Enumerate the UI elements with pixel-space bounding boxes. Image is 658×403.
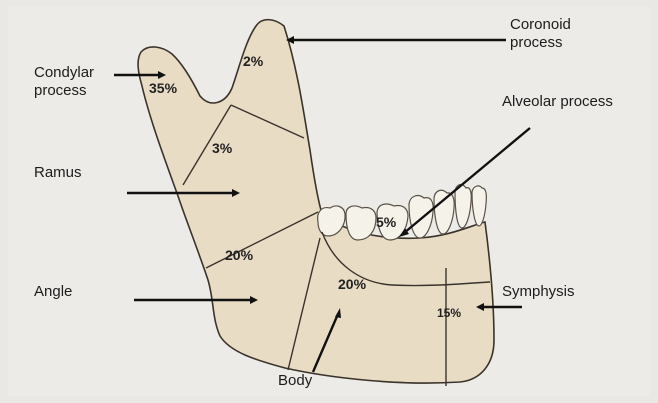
alveolar-process-label: Alveolar process	[502, 93, 613, 111]
coronoid-process-label: Coronoid process	[510, 16, 571, 52]
body-label: Body	[278, 372, 312, 390]
condylar-percentage: 35%	[149, 80, 177, 96]
symphysis-label: Symphysis	[502, 283, 575, 301]
condylar-process-label: Condylar process	[34, 64, 94, 100]
angle-label: Angle	[34, 283, 72, 301]
coronoid-percentage: 2%	[243, 53, 263, 69]
ramus-label: Ramus	[34, 164, 82, 182]
angle-percentage: 20%	[225, 247, 253, 263]
symphysis-percentage: 15%	[437, 305, 461, 321]
body-percentage: 20%	[338, 276, 366, 292]
ramus-percentage: 3%	[212, 140, 232, 156]
alveolar-percentage: 5%	[376, 214, 396, 230]
